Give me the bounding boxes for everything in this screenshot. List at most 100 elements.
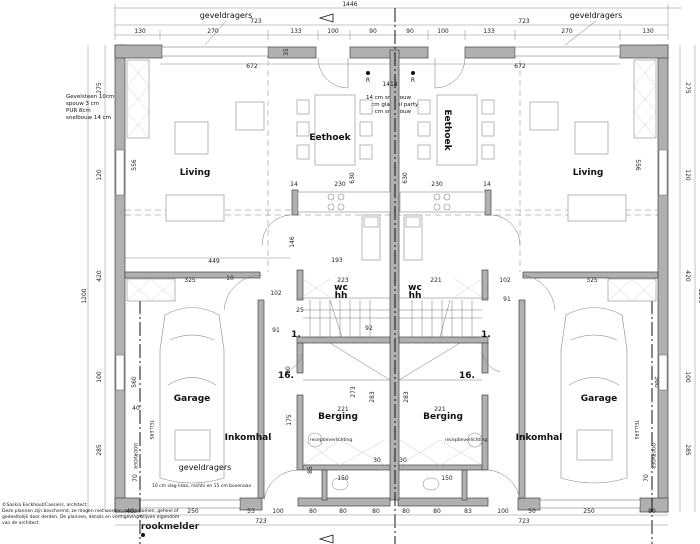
dim: 100 <box>327 28 339 35</box>
room-labels: Living Living Eethoek Eethoek Garage Gar… <box>132 109 656 489</box>
room-hh-left: hh <box>335 291 348 301</box>
stair-start: 1. <box>481 330 491 340</box>
dim: 723 <box>255 518 267 525</box>
wall-spec-note: Gevelsteen 10cm spouw 3 cm PUR 8cm snelb… <box>66 94 114 121</box>
dim-half-right: 723 <box>518 18 530 25</box>
room-living-left: Living <box>180 168 211 178</box>
dim: 100 <box>497 508 509 515</box>
dim: 146 <box>289 236 296 248</box>
dim: 85 <box>307 466 314 474</box>
kitchen <box>297 191 486 261</box>
dim: 270 <box>207 28 219 35</box>
tellers-label: TELLERS <box>148 419 154 440</box>
dim: 150 <box>441 475 453 482</box>
window <box>658 354 668 391</box>
section-marker-icon <box>318 13 334 23</box>
dim: R <box>366 77 370 84</box>
side-dimensions: 275 556 120 420 100 560 285 1200 275 556… <box>81 45 700 512</box>
dim: 92 <box>365 325 373 332</box>
stair-end: 16. <box>459 371 475 381</box>
dim: 150 <box>337 475 349 482</box>
dim: 175 <box>286 414 293 426</box>
outer-walls <box>114 44 669 513</box>
room-garage-left: Garage <box>174 394 211 404</box>
dim: 1200 <box>81 288 88 303</box>
doorvoer-label: DOORVOER <box>132 443 138 469</box>
dim: 91 <box>272 327 280 334</box>
note-line: 14 cm snelbouw <box>366 95 411 101</box>
room-wc-left: wc <box>334 283 348 293</box>
room-eethoek-right: Eethoek <box>442 109 452 151</box>
garage-door <box>139 499 241 509</box>
dim: 230 <box>431 181 443 188</box>
garage-door <box>539 499 641 509</box>
dim: 80 <box>339 508 347 515</box>
dim: R <box>411 77 415 84</box>
dim: 556 <box>131 159 138 171</box>
dim: 221 <box>434 406 446 413</box>
dim: 250 <box>583 508 595 515</box>
dim: 449 <box>208 258 220 265</box>
dim: 130 <box>134 28 146 35</box>
car-icon <box>159 307 628 484</box>
room-living-right: Living <box>573 168 604 178</box>
window <box>161 46 269 57</box>
storage-hatching <box>126 59 657 466</box>
copyright-line: van de architect. <box>2 520 40 526</box>
note-line: PUR 8cm <box>66 108 91 114</box>
label-geveldragers-top-left: geveldragers <box>200 11 253 20</box>
dim: 53 <box>247 508 255 515</box>
smoke-detectors: R R rookmelder <box>141 71 415 537</box>
dim: 100 <box>272 508 284 515</box>
dim: 630 <box>402 172 409 184</box>
room-berging-left: Berging <box>318 412 358 422</box>
smoke-detector-icon <box>141 533 145 537</box>
dim: 80 <box>402 508 410 515</box>
doorvoer-label: DOORVOER <box>650 443 656 469</box>
dim: 275 <box>684 82 691 94</box>
dim: 30 <box>373 457 381 464</box>
dim: 80 <box>372 508 380 515</box>
dim: 556 <box>634 159 641 171</box>
dim: 1414 <box>382 81 397 88</box>
dim: 672 <box>514 63 526 70</box>
tellers-label: TELLERS <box>633 419 639 440</box>
copyright-note: ©Saskia Eeckhout/Cassiers, architect Dez… <box>2 501 179 526</box>
dim: 14 <box>483 181 491 188</box>
note-line: Gevelsteen 10cm <box>66 94 114 100</box>
dim: 133 <box>483 28 495 35</box>
dim: 630 <box>349 172 356 184</box>
copyright-line: gedeeltelijk door derden. De plannen, de… <box>2 514 179 520</box>
dim: 83 <box>464 508 472 515</box>
dim: 420 <box>684 270 691 282</box>
room-garage-right: Garage <box>581 394 618 404</box>
window <box>115 354 125 391</box>
dim: 90 <box>406 28 414 35</box>
copyright-line: ©Saskia Eeckhout/Cassiers, architect <box>2 501 87 508</box>
dim: 221 <box>337 406 349 413</box>
dim: 40 <box>126 508 134 515</box>
note-line: snelbouw 14 cm <box>66 115 111 121</box>
dim: 273 <box>350 386 357 398</box>
lamp-label: receptieverlichting <box>445 437 487 443</box>
window <box>514 46 621 57</box>
dim: 102 <box>270 290 282 297</box>
note-line: spouw 3 cm <box>66 101 99 107</box>
dim: 80 <box>648 508 656 515</box>
dim: 40 <box>132 405 140 412</box>
furniture <box>165 94 627 491</box>
dim: 325 <box>184 277 196 284</box>
dim: 285 <box>684 444 691 456</box>
dim: 283 <box>403 391 410 403</box>
dim: 223 <box>337 277 349 284</box>
dim: 102 <box>499 277 511 284</box>
dim: 80 <box>309 508 317 515</box>
dim: 1200 <box>697 288 700 303</box>
dim: 10 <box>226 275 234 282</box>
room-eethoek-left: Eethoek <box>309 133 351 143</box>
section-marker-icon <box>318 534 334 544</box>
lamp-label: receptieverlichting <box>310 437 352 443</box>
dim: 120 <box>96 169 103 181</box>
smoke-detector-icon <box>366 71 370 75</box>
